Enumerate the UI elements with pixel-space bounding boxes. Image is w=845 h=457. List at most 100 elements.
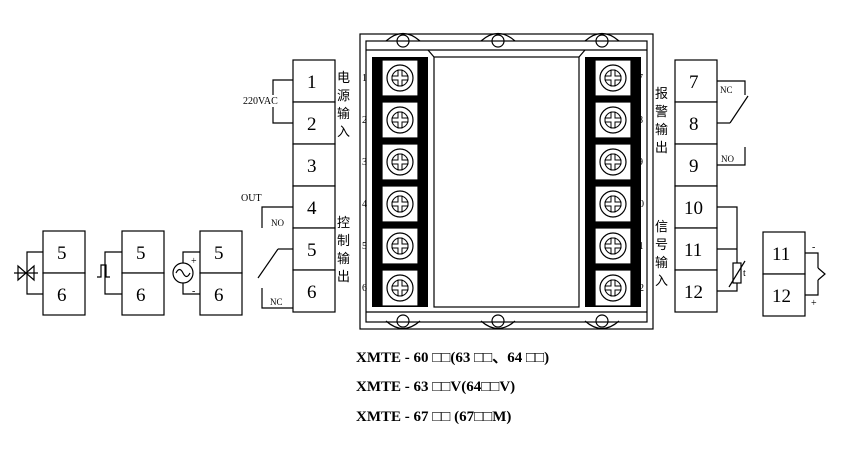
svg-text:出: 出	[655, 140, 668, 155]
current-wire-bottom	[182, 283, 200, 295]
device-center-panel	[433, 56, 580, 308]
tc-minus-label: -	[812, 242, 815, 253]
left-pin-1: 1	[362, 73, 367, 84]
power-voltage-label: 220VAC	[243, 96, 278, 107]
pulse-wire	[104, 251, 122, 295]
control-no-label: NO	[271, 218, 284, 228]
left-terminal-5-box	[292, 227, 336, 271]
ssr-terminal-5: 5	[57, 243, 67, 264]
left-pin-4: 4	[362, 199, 367, 210]
left-terminal-3: 3	[307, 156, 317, 177]
right-screw-11	[594, 227, 632, 265]
out-label: OUT	[241, 193, 262, 204]
power-input-label: 电 源 输 入	[337, 70, 350, 139]
model-list: XMTE - 60 □□(63 □□、64 □□) XMTE - 63 □□V(…	[356, 350, 549, 425]
left-terminal-5: 5	[307, 240, 317, 261]
tc-terminal-11-box	[762, 231, 806, 275]
signal-input-label: 信 号 输 入	[655, 219, 668, 288]
svg-text:电: 电	[337, 70, 350, 85]
left-screw-3	[381, 143, 419, 181]
alarm-output-label: 报 警 输 出	[655, 86, 668, 155]
right-terminal-12-box	[674, 269, 718, 313]
left-terminal-6: 6	[307, 282, 317, 303]
right-terminal-8: 8	[689, 114, 699, 135]
right-pin-9: 9	[638, 157, 643, 168]
right-terminal-block: 7 8 9 10 11 12	[674, 59, 718, 313]
left-terminal-4-box	[292, 185, 336, 229]
right-terminal-8-box	[674, 101, 718, 145]
svg-text:输: 输	[337, 106, 350, 121]
pulse-terminal-6-box	[121, 272, 165, 316]
pulse-icon	[97, 264, 110, 278]
left-screw-6	[381, 269, 419, 307]
tc-plus-label: +	[811, 298, 817, 309]
right-screw-12	[594, 269, 632, 307]
svg-text:制: 制	[337, 233, 350, 248]
right-screw-10	[594, 185, 632, 223]
right-pin-11: 11	[634, 241, 644, 252]
svg-text:警: 警	[655, 104, 668, 119]
relay-switch-icon	[257, 248, 279, 279]
model-line-2: XMTE - 63 □□V(64□□V)	[356, 379, 515, 395]
right-terminal-12: 12	[684, 282, 703, 303]
svg-text:出: 出	[337, 269, 350, 284]
right-pin-10: 10	[634, 199, 644, 210]
left-pin-5: 5	[362, 241, 367, 252]
right-terminal-11-box	[674, 227, 718, 271]
left-pin-3: 3	[362, 157, 367, 168]
right-pin-numbers: 7 8 9 10 11 12	[634, 73, 644, 294]
current-minus-label: -	[192, 286, 195, 297]
right-terminal-7: 7	[689, 72, 699, 93]
left-screw-2	[381, 101, 419, 139]
right-screw-9	[594, 143, 632, 181]
tc-wire-bottom	[805, 280, 819, 296]
left-terminal-4: 4	[307, 198, 317, 219]
left-terminal-6-box	[292, 269, 336, 313]
ac-source-icon	[172, 262, 194, 284]
control-output-label: 控 制 输 出	[337, 215, 350, 284]
tc-wire-top	[805, 252, 819, 268]
left-pin-6: 6	[362, 283, 367, 294]
device-body	[359, 32, 654, 330]
thyristor-icon	[14, 251, 43, 295]
model-line-1: XMTE - 60 □□(63 □□、64 □□)	[356, 350, 549, 366]
alarm-switch-icon	[729, 95, 749, 124]
svg-text:输: 输	[337, 251, 350, 266]
rtd-resistor-icon: t	[728, 260, 746, 288]
current-plus-label: +	[191, 256, 197, 267]
current-terminal-6: 6	[214, 285, 224, 306]
ssr-terminal-6-box	[42, 272, 86, 316]
ssr-output-option: 5 6	[14, 230, 86, 316]
left-pin-2: 2	[362, 115, 367, 126]
pulse-terminal-6: 6	[136, 285, 146, 306]
svg-text:源: 源	[337, 88, 350, 103]
svg-text:输: 输	[655, 255, 668, 270]
pulse-output-option: 5 6	[97, 230, 165, 316]
left-pin-numbers: 1 2 3 4 5 6	[362, 73, 367, 294]
alarm-relay-wiring: NC NO	[717, 80, 749, 166]
svg-text:信: 信	[655, 219, 668, 234]
right-screw-column	[585, 57, 641, 307]
thermocouple-input-option: 11 12 - +	[762, 231, 826, 317]
right-screw-7	[594, 59, 632, 97]
current-terminal-6-box	[199, 272, 243, 316]
right-pin-12: 12	[634, 283, 644, 294]
left-screw-4	[381, 185, 419, 223]
pulse-terminal-5: 5	[136, 243, 146, 264]
svg-text:输: 输	[655, 122, 668, 137]
current-output-option: 5 6 + -	[172, 230, 243, 316]
right-pin-7: 7	[638, 73, 643, 84]
right-terminal-11: 11	[684, 240, 702, 261]
left-terminal-1: 1	[307, 72, 317, 93]
left-screw-5	[381, 227, 419, 265]
tc-terminal-11: 11	[772, 244, 790, 265]
alarm-no-label: NO	[721, 154, 734, 164]
svg-text:号: 号	[655, 237, 668, 252]
rtd-symbol: t	[743, 268, 746, 279]
left-screws	[381, 59, 419, 307]
alarm-nc-label: NC	[720, 85, 733, 95]
svg-text:控: 控	[337, 215, 350, 230]
rtd-wiring: t	[717, 206, 746, 292]
